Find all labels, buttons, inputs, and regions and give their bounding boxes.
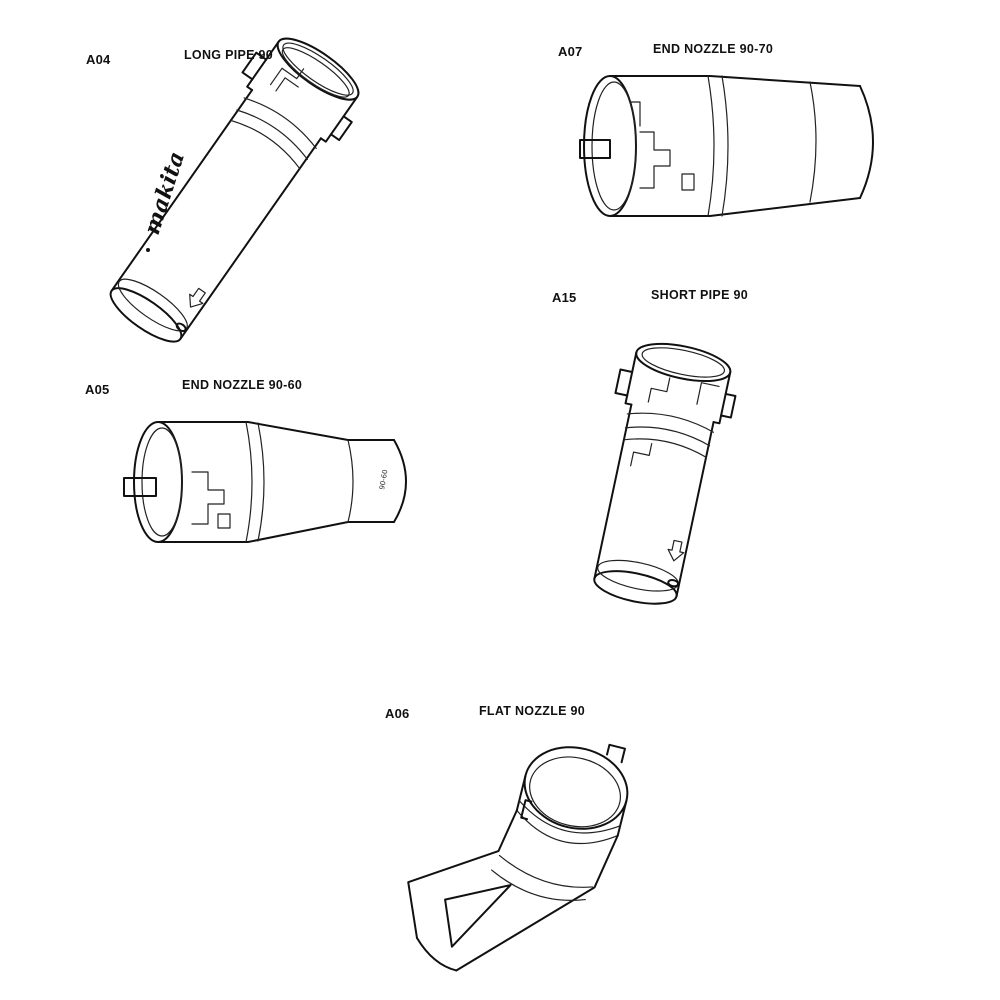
part-name: LONG PIPE 90 [184, 48, 274, 62]
part-name: SHORT PIPE 90 [651, 288, 748, 302]
part-code: A07 [558, 44, 583, 59]
part-code: A15 [552, 290, 577, 305]
part-code: A05 [85, 382, 110, 397]
part-code: A06 [385, 706, 410, 721]
part-name: END NOZZLE 90-70 [653, 42, 774, 56]
part-code: A04 [86, 52, 111, 67]
part-name: FLAT NOZZLE 90 [479, 704, 586, 718]
svg-text:90-60: 90-60 [378, 469, 389, 490]
part-name: END NOZZLE 90-60 [182, 378, 303, 392]
